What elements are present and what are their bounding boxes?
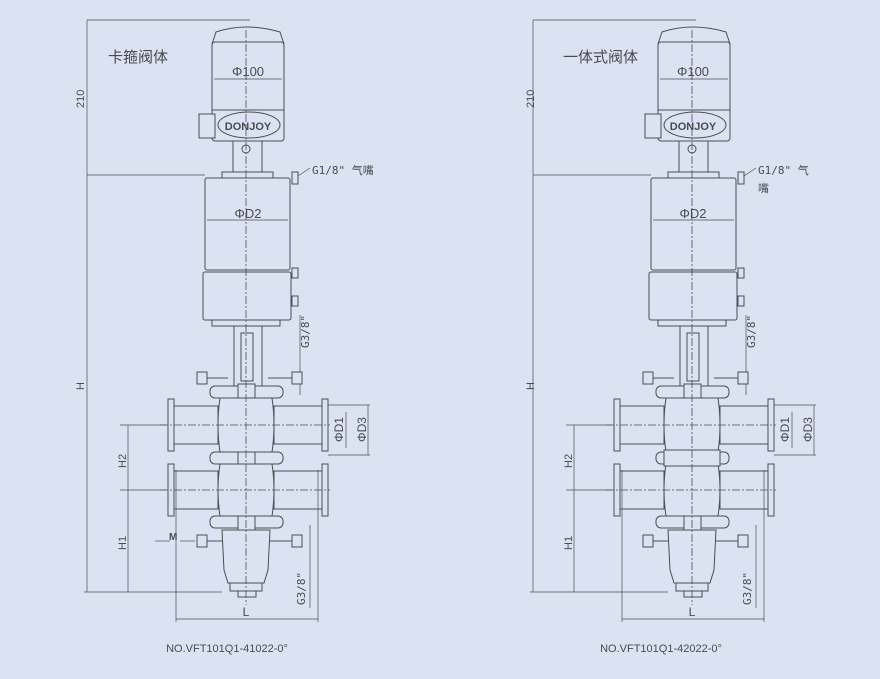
- cylinder-lower: [648, 271, 738, 321]
- side-port-right-upper: [737, 371, 749, 385]
- d1-label: ΦD1: [332, 417, 346, 442]
- drawing-number: NO.VFT101Q1-41022-0°: [166, 643, 288, 655]
- bottom-stub: [683, 590, 703, 598]
- m-label: M: [169, 532, 177, 543]
- adapter-flange: [667, 171, 720, 179]
- l-label: L: [243, 605, 250, 619]
- air-fitting-top: [291, 171, 299, 185]
- cylinder-diameter-label: ΦD2: [680, 206, 707, 221]
- actuator-diameter-label: Φ100: [677, 64, 709, 79]
- air-fitting-1: [737, 267, 745, 279]
- air-fitting-2: [737, 295, 745, 307]
- actuator-cap: [657, 26, 731, 45]
- d1-label: ΦD1: [778, 417, 792, 442]
- air-port-label: G1/8" 气嘴: [312, 163, 374, 177]
- d3-label: ΦD3: [355, 417, 369, 442]
- lower-port-label: G3/8": [741, 572, 754, 605]
- air-port-label-line2: 嘴: [758, 182, 769, 195]
- d3-label: ΦD3: [801, 417, 815, 442]
- air-port-leader: [743, 167, 757, 177]
- side-port-right-lower: [737, 534, 749, 548]
- lower-port-label: G3/8": [295, 572, 308, 605]
- cylinder-lower: [202, 271, 292, 321]
- h2-label: H2: [563, 454, 575, 468]
- cylinder-diameter-label: ΦD2: [235, 206, 262, 221]
- upper-port-label: G3/8": [745, 315, 758, 348]
- brand-logo: DONJOY: [225, 121, 272, 133]
- valve-drawing-clamp-body: 卡箍阀体 Φ100 DONJOY 210 H G1/8" 气嘴 ΦD2 G3/8…: [75, 19, 374, 655]
- upper-port-label: G3/8": [299, 315, 312, 348]
- brand-logo: DONJOY: [670, 121, 717, 133]
- bottom-housing: [667, 529, 717, 584]
- actuator-cap: [211, 26, 285, 45]
- side-port-left-upper: [642, 371, 654, 385]
- side-port-right-lower: [291, 534, 303, 548]
- brand-plate: [217, 111, 281, 139]
- drawing-number: NO.VFT101Q1-42022-0°: [600, 643, 722, 655]
- side-port-left-upper: [196, 371, 208, 385]
- air-port-label-line1: G1/8" 气: [758, 163, 809, 177]
- bottom-stub: [237, 590, 257, 598]
- side-port-left-lower: [642, 534, 654, 548]
- h2-label: H2: [117, 454, 129, 468]
- height-210-label: 210: [525, 90, 537, 108]
- valve-drawing-integral-body: 一体式阀体 Φ100 DONJOY 210 H G1/8" 气 嘴 ΦD2 G3…: [525, 19, 816, 655]
- cylinder-upper: [650, 177, 737, 271]
- h1-label: H1: [563, 536, 575, 550]
- cylinder-upper: [204, 177, 291, 271]
- height-210-label: 210: [75, 90, 87, 108]
- bottom-housing: [221, 529, 271, 584]
- air-fitting-1: [291, 267, 299, 279]
- l-label: L: [689, 605, 696, 619]
- adapter-flange: [221, 171, 274, 179]
- actuator-diameter-label: Φ100: [232, 64, 264, 79]
- height-h-label: H: [525, 382, 537, 390]
- h1-label: H1: [117, 536, 129, 550]
- drawing-title: 一体式阀体: [563, 49, 638, 66]
- side-port-right-upper: [291, 371, 303, 385]
- pilot-fitting: [644, 113, 662, 139]
- neck-logo-plate: [686, 332, 700, 382]
- height-h-label: H: [75, 382, 87, 390]
- drawing-title: 卡箍阀体: [108, 49, 168, 66]
- brand-plate: [663, 111, 727, 139]
- side-port-left-lower: [196, 534, 208, 548]
- air-fitting-2: [291, 295, 299, 307]
- pilot-fitting: [198, 113, 216, 139]
- air-fitting-top: [737, 171, 745, 185]
- air-port-leader: [297, 167, 311, 177]
- neck-logo-plate: [240, 332, 254, 382]
